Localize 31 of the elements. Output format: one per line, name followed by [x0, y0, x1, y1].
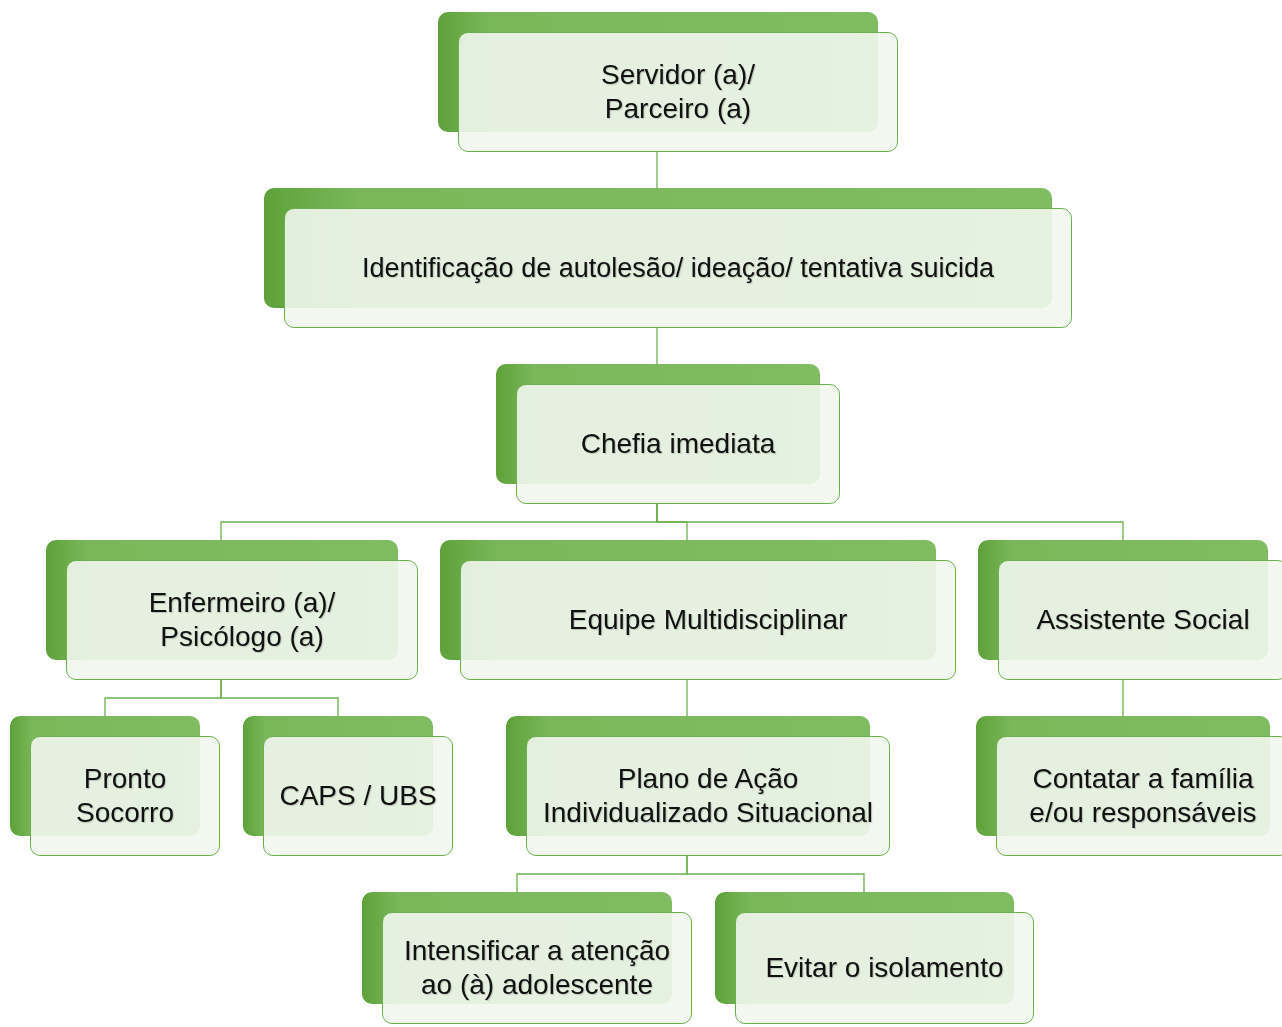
process-box [438, 12, 898, 152]
box-label: Pronto Socorro [74, 762, 175, 830]
process-box [264, 188, 1072, 328]
connector-line [220, 679, 339, 717]
box-label: Assistente Social [1036, 603, 1250, 637]
process-box [243, 716, 453, 856]
process-box [10, 716, 220, 856]
box-label: Chefia imediata [580, 427, 776, 461]
box-label: CAPS / UBS [279, 779, 437, 813]
connector-line [656, 327, 658, 365]
box-label: Equipe Multidisciplinar [568, 603, 848, 637]
connector-line [686, 679, 688, 717]
process-box [362, 892, 692, 1024]
process-box [506, 716, 890, 856]
box-label: Plano de Ação Individualizado Situacional [542, 762, 874, 830]
connector-line [656, 151, 658, 189]
process-box [715, 892, 1034, 1024]
connector-line [686, 855, 865, 893]
process-box [46, 540, 418, 680]
box-label: Identificação de autolesão/ ideação/ tentativa suicida [362, 251, 994, 285]
box-label: Evitar o isolamento [765, 951, 1004, 985]
process-box [496, 364, 840, 504]
box-label: Contatar a família e/ou responsáveis [1028, 762, 1258, 830]
process-box [978, 540, 1282, 680]
connector-line [1122, 679, 1124, 717]
box-label: Intensificar a atenção ao (à) adolescente [402, 934, 672, 1002]
box-label: Servidor (a)/ Parceiro (a) [599, 58, 756, 126]
connector-line [656, 503, 1124, 541]
process-box [976, 716, 1282, 856]
box-label: Enfermeiro (a)/ Psicólogo (a) [147, 586, 337, 654]
process-box [440, 540, 956, 680]
